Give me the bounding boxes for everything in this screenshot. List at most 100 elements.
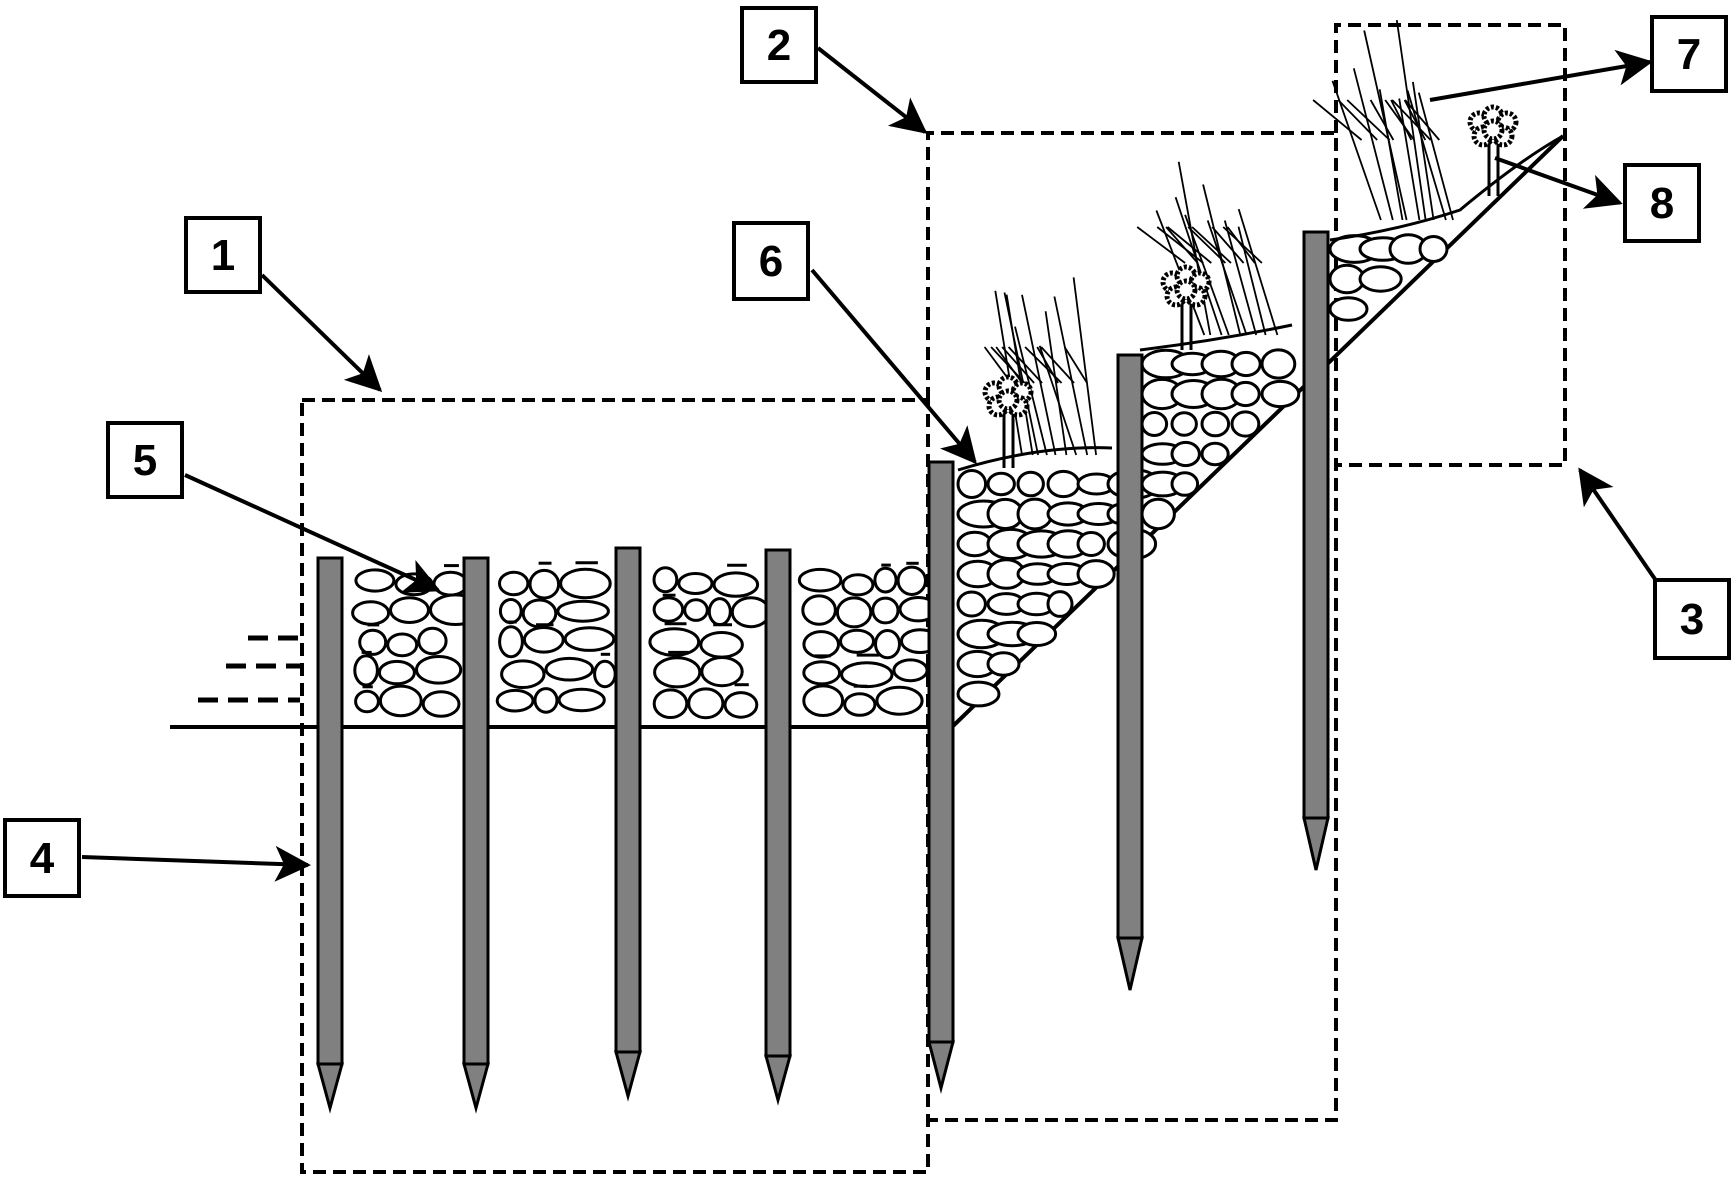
stone xyxy=(419,628,446,653)
stone xyxy=(1330,298,1367,321)
pile-tip xyxy=(766,1056,790,1100)
stone xyxy=(1232,382,1259,405)
stone xyxy=(1018,472,1043,496)
shrub-flower xyxy=(1484,121,1502,139)
stone xyxy=(845,694,875,716)
grass-blade xyxy=(1338,100,1377,140)
stone xyxy=(500,572,528,594)
stone-fill-group xyxy=(353,136,1563,718)
label-grass: 7 xyxy=(1652,17,1726,91)
label-pile: 4 xyxy=(5,820,79,896)
mound-outline xyxy=(1330,136,1563,240)
stone xyxy=(685,600,708,621)
shrub-flower xyxy=(999,391,1017,409)
stone xyxy=(497,690,533,711)
pile xyxy=(1118,355,1142,938)
stone xyxy=(559,689,604,710)
label-shrub: 8 xyxy=(1625,165,1699,241)
pile-tip xyxy=(1118,938,1142,990)
stone xyxy=(1078,533,1104,556)
label-zone-2: 2 xyxy=(742,8,816,82)
stone xyxy=(873,598,898,623)
stone xyxy=(837,598,870,627)
stone xyxy=(702,658,742,686)
stone xyxy=(1420,237,1447,262)
shrub-flower xyxy=(1177,281,1195,299)
label-stone-fill: 5 xyxy=(108,423,182,497)
stone xyxy=(356,570,394,591)
stone xyxy=(732,598,769,627)
stone xyxy=(355,656,378,685)
stone xyxy=(558,601,609,621)
label-shrub-text: 8 xyxy=(1650,179,1674,228)
arrow-6 xyxy=(812,270,975,462)
stone xyxy=(877,687,922,714)
stone xyxy=(417,657,461,684)
stone xyxy=(958,532,991,555)
stone xyxy=(843,575,873,595)
stone xyxy=(388,634,417,656)
mound-outline xyxy=(1140,325,1292,350)
pile-tip xyxy=(929,1042,953,1088)
stone xyxy=(988,473,1014,494)
arrow-8 xyxy=(1495,158,1620,203)
pile-tip xyxy=(616,1052,640,1096)
stone xyxy=(709,599,730,625)
stone xyxy=(958,592,985,616)
mound-outline xyxy=(958,448,1112,470)
pile xyxy=(464,558,488,1064)
stone xyxy=(894,660,927,681)
stone xyxy=(380,686,421,716)
label-zone-3-text: 3 xyxy=(1680,595,1704,644)
label-stone-layer-slope: 6 xyxy=(734,223,808,299)
stone xyxy=(360,630,386,654)
arrow-7 xyxy=(1430,62,1650,100)
stone xyxy=(423,692,459,716)
stone xyxy=(804,686,843,716)
arrow-5 xyxy=(185,475,438,590)
stone xyxy=(561,569,611,598)
label-zone-2-text: 2 xyxy=(767,21,791,70)
grass-blade xyxy=(1046,311,1067,455)
arrow-4 xyxy=(82,857,308,865)
arrow-3 xyxy=(1580,470,1657,582)
stone xyxy=(391,598,429,623)
stone xyxy=(842,663,892,687)
stone xyxy=(379,661,414,683)
pile xyxy=(318,558,342,1064)
arrow-1 xyxy=(262,275,380,390)
stone xyxy=(1202,412,1229,436)
stone xyxy=(524,628,563,653)
pile xyxy=(929,462,953,1042)
stone xyxy=(1172,442,1199,465)
stone xyxy=(353,602,389,624)
arrow-2 xyxy=(818,48,925,132)
stone xyxy=(1048,592,1072,617)
grass-blade xyxy=(1239,209,1278,335)
stone xyxy=(1360,267,1401,291)
stone xyxy=(1262,350,1295,378)
stone xyxy=(1232,352,1260,375)
stone xyxy=(701,633,743,658)
label-zone-3: 3 xyxy=(1655,580,1729,658)
label-zone-1-text: 1 xyxy=(211,231,235,280)
stone xyxy=(655,658,700,687)
stone xyxy=(1262,381,1299,406)
stone xyxy=(875,568,896,592)
pile xyxy=(616,548,640,1052)
label-zone-1: 1 xyxy=(186,218,260,292)
stone xyxy=(530,570,559,598)
stone xyxy=(502,661,544,688)
label-stone-layer-slope-text: 6 xyxy=(759,237,783,286)
pile-tip xyxy=(318,1064,342,1108)
stone xyxy=(546,658,593,680)
stone xyxy=(654,598,683,622)
stone xyxy=(654,568,677,592)
stone xyxy=(1048,471,1079,496)
water-line-marks xyxy=(198,638,300,700)
stone xyxy=(803,596,836,624)
stone xyxy=(898,567,925,594)
pile-tip xyxy=(1304,818,1328,870)
stone xyxy=(535,689,557,713)
